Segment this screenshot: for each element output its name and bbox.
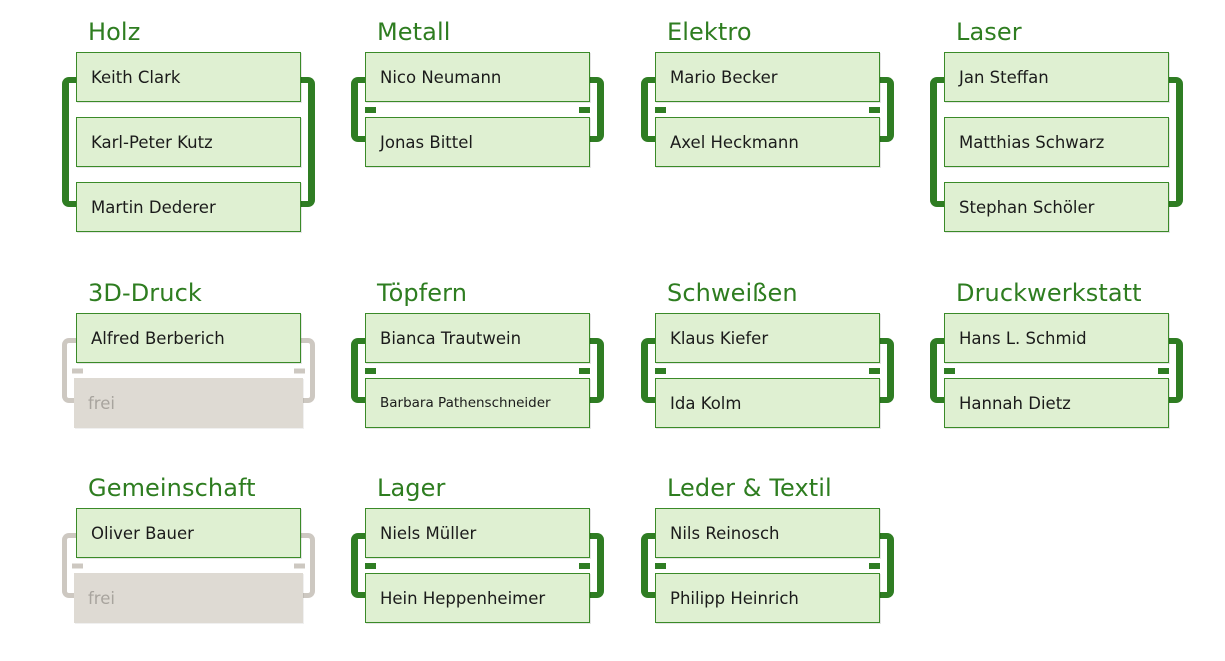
slot-label: Nils Reinosch: [670, 523, 780, 543]
slot-label: Hans L. Schmid: [959, 328, 1087, 348]
slot-label: Stephan Schöler: [959, 197, 1095, 217]
slots-wrapper: Oliver Bauer frei: [62, 508, 315, 623]
slot-label: Jonas Bittel: [380, 132, 473, 152]
slot-label: Hein Heppenheimer: [380, 588, 546, 608]
slot-card[interactable]: Niels Müller: [365, 508, 590, 558]
slot-card[interactable]: Barbara Pathenschneider: [365, 378, 590, 428]
station-title: 3D-Druck: [88, 279, 202, 307]
slot-card[interactable]: Alfred Berberich: [76, 313, 301, 363]
station-title: Leder & Textil: [667, 474, 832, 502]
slot-label: Ida Kolm: [670, 393, 742, 413]
slot-card[interactable]: Keith Clark: [76, 52, 301, 102]
slot-card-free[interactable]: frei: [74, 378, 303, 428]
station-title: Gemeinschaft: [88, 474, 256, 502]
slot-card[interactable]: Stephan Schöler: [944, 182, 1169, 232]
slot-label: frei: [88, 393, 115, 413]
slot-card[interactable]: Klaus Kiefer: [655, 313, 880, 363]
slot-label: Philipp Heinrich: [670, 588, 799, 608]
slot-label: frei: [88, 588, 115, 608]
station-title: Laser: [956, 18, 1022, 46]
slot-label: Oliver Bauer: [91, 523, 194, 543]
slot-card[interactable]: Matthias Schwarz: [944, 117, 1169, 167]
slots-wrapper: Alfred Berberich frei: [62, 313, 315, 428]
slot-card[interactable]: Nico Neumann: [365, 52, 590, 102]
slot-label: Karl-Peter Kutz: [91, 132, 213, 152]
slot-label: Niels Müller: [380, 523, 477, 543]
slot-label: Barbara Pathenschneider: [380, 395, 551, 411]
slot-label: Hannah Dietz: [959, 393, 1071, 413]
slot-label: Mario Becker: [670, 67, 778, 87]
station-title: Holz: [88, 18, 141, 46]
slot-card[interactable]: Jan Steffan: [944, 52, 1169, 102]
slot-label: Nico Neumann: [380, 67, 502, 87]
slot-card[interactable]: Ida Kolm: [655, 378, 880, 428]
slot-label: Bianca Trautwein: [380, 328, 522, 348]
slot-card[interactable]: Jonas Bittel: [365, 117, 590, 167]
slot-label: Matthias Schwarz: [959, 132, 1105, 152]
slot-card[interactable]: Philipp Heinrich: [655, 573, 880, 623]
slot-card[interactable]: Karl-Peter Kutz: [76, 117, 301, 167]
slot-label: Martin Dederer: [91, 197, 216, 217]
slot-label: Klaus Kiefer: [670, 328, 769, 348]
slot-label: Keith Clark: [91, 67, 181, 87]
station-title: Schweißen: [667, 279, 798, 307]
slot-label: Axel Heckmann: [670, 132, 799, 152]
slot-card[interactable]: Axel Heckmann: [655, 117, 880, 167]
slot-list: Alfred Berberich frei: [62, 313, 315, 428]
slot-card[interactable]: Hannah Dietz: [944, 378, 1169, 428]
slot-label: Alfred Berberich: [91, 328, 225, 348]
slot-card[interactable]: Hein Heppenheimer: [365, 573, 590, 623]
slot-card-free[interactable]: frei: [74, 573, 303, 623]
station-title: Metall: [377, 18, 451, 46]
slot-card[interactable]: Oliver Bauer: [76, 508, 301, 558]
slot-card[interactable]: Hans L. Schmid: [944, 313, 1169, 363]
station-title: Lager: [377, 474, 446, 502]
slot-list: Oliver Bauer frei: [62, 508, 315, 623]
slot-card[interactable]: Martin Dederer: [76, 182, 301, 232]
slot-card[interactable]: Nils Reinosch: [655, 508, 880, 558]
slot-card[interactable]: Bianca Trautwein: [365, 313, 590, 363]
station-title: Druckwerkstatt: [956, 279, 1142, 307]
station-title: Elektro: [667, 18, 752, 46]
slot-label: Jan Steffan: [959, 67, 1049, 87]
slot-card[interactable]: Mario Becker: [655, 52, 880, 102]
station-title: Töpfern: [377, 279, 468, 307]
